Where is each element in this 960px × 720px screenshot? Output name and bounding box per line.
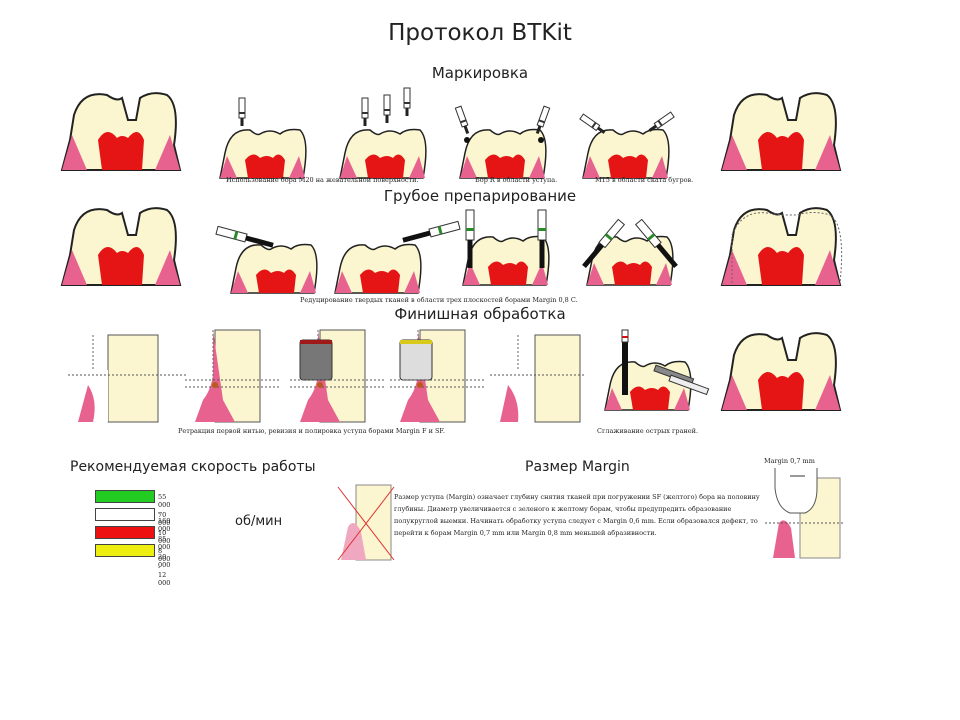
tooth-rough-6 xyxy=(721,207,843,286)
caption-m15: M15 в области ската бугров. xyxy=(595,176,694,184)
page-title: Протокол BTKit xyxy=(388,20,572,46)
finish-panel-3 xyxy=(290,329,385,423)
finish-panel-2 xyxy=(185,329,280,423)
tooth-marking-5 xyxy=(579,111,675,179)
finish-panel-6 xyxy=(604,329,710,411)
speed-range-3: 10 000 - 20 000 xyxy=(158,529,171,569)
rough-row xyxy=(61,207,843,294)
speed-range-4: 8 000 - 12 000 xyxy=(158,547,171,587)
caption-finish: Ретракция первой нитью, ревизия и полиро… xyxy=(178,427,445,435)
caption-bor-r: Бор R в области уступа. xyxy=(475,176,558,184)
tooth-rough-2 xyxy=(215,225,318,294)
caption-edges: Сглаживание острых граней. xyxy=(597,427,699,435)
speed-title: Рекомендуемая скорость работы xyxy=(70,459,316,475)
margin-figure xyxy=(765,468,845,559)
speed-swatch-green xyxy=(95,490,155,503)
tooth-rough-1 xyxy=(61,207,181,286)
margin-title: Размер Margin xyxy=(525,459,630,475)
tooth-marking-6 xyxy=(721,92,841,171)
tooth-rough-5 xyxy=(580,218,680,286)
finish-panel-4 xyxy=(390,329,485,423)
tooth-rough-4 xyxy=(462,209,550,286)
section-title-rough: Грубое препарирование xyxy=(383,187,577,205)
finish-panel-1 xyxy=(68,334,188,423)
section-title-finish: Финишная обработка xyxy=(394,305,566,323)
finish-panel-7 xyxy=(721,332,841,411)
finish-row xyxy=(68,329,841,423)
caption-rough: Редуцирование твердых тканей в области т… xyxy=(300,296,578,304)
speed-swatch-yellow xyxy=(95,544,155,557)
margin-size-label: Margin 0,7 mm xyxy=(764,457,815,465)
section-title-marking: Маркировка xyxy=(431,64,529,82)
finish-panel-5 xyxy=(490,334,585,423)
tooth-marking-1 xyxy=(61,92,181,171)
tooth-rough-3 xyxy=(334,220,461,294)
marking-row xyxy=(61,87,841,179)
speed-range-1: 55 000 - 160 000 xyxy=(158,493,171,533)
speed-swatch-white xyxy=(95,508,155,521)
tooth-marking-4 xyxy=(454,105,551,179)
speed-swatch-red xyxy=(95,526,155,539)
margin-crossed-figure xyxy=(337,484,395,561)
tooth-marking-2 xyxy=(219,97,307,179)
tooth-marking-3 xyxy=(339,87,427,179)
speed-unit: об/мин xyxy=(235,514,283,529)
caption-m20: Использование бора M20 на жевательной по… xyxy=(226,176,419,184)
speed-range-2: 70 000 - 85 000 xyxy=(158,511,171,551)
margin-description: Размер уступа (Margin) означает глубину … xyxy=(394,493,760,537)
